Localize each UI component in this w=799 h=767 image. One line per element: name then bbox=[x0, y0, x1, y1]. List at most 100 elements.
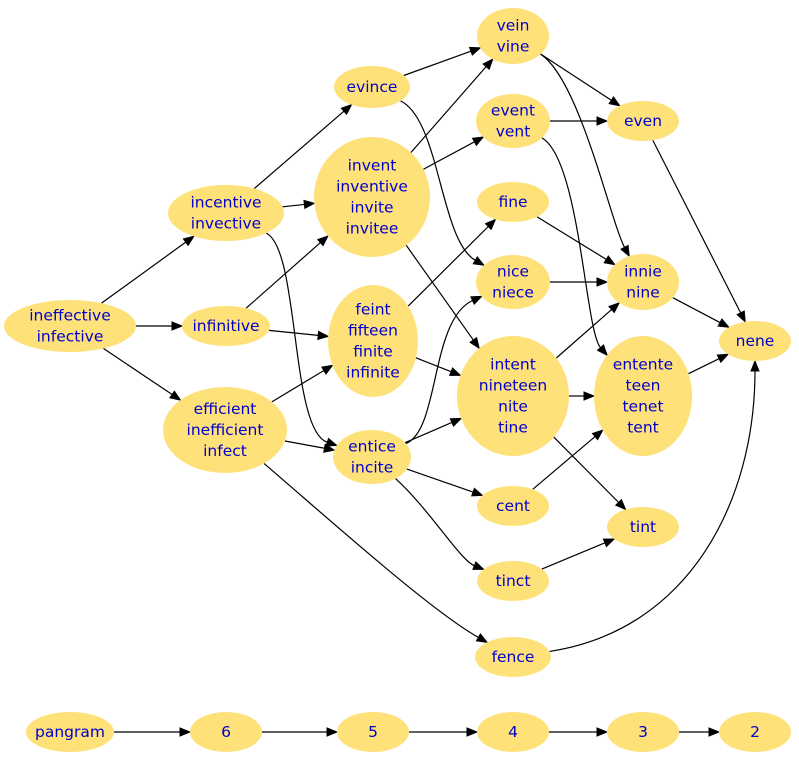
edge-line bbox=[245, 242, 321, 309]
node-ellipse bbox=[182, 306, 270, 346]
arrowhead-icon bbox=[169, 390, 182, 401]
edge-invent-to-intent bbox=[405, 245, 480, 350]
edge-entice-to-intent bbox=[404, 417, 463, 444]
node-cent: cent bbox=[477, 486, 549, 526]
node-label: tent bbox=[627, 419, 659, 437]
node-ellipse bbox=[314, 137, 430, 257]
node-label: 2 bbox=[750, 723, 760, 741]
arrowhead-icon bbox=[591, 429, 604, 441]
node-label: 3 bbox=[638, 723, 648, 741]
edge-ineffective-to-infinitive bbox=[136, 321, 184, 331]
node-label: niece bbox=[492, 284, 534, 302]
arrowhead-icon bbox=[471, 487, 484, 497]
edge-line bbox=[540, 53, 626, 248]
edge-entente-to-nene bbox=[688, 353, 730, 375]
arrowhead-icon bbox=[736, 310, 746, 323]
node-label: invitee bbox=[346, 220, 399, 238]
node-label: fifteen bbox=[348, 322, 398, 340]
node-n3: 3 bbox=[607, 712, 679, 752]
node-ellipse bbox=[477, 561, 549, 601]
edge-entice-to-nice bbox=[405, 295, 483, 445]
arrowhead-icon bbox=[596, 277, 609, 287]
node-infinitive: infinitive bbox=[182, 306, 270, 346]
node-label: pangram bbox=[35, 723, 105, 741]
edge-n6-to-n5 bbox=[262, 727, 339, 737]
edge-incentive-to-evince bbox=[253, 103, 353, 190]
arrowhead-icon bbox=[340, 103, 353, 116]
node-fence: fence bbox=[475, 637, 551, 677]
arrowhead-icon bbox=[708, 727, 721, 737]
edge-entice-to-cent bbox=[406, 468, 484, 497]
node-label: vent bbox=[496, 123, 531, 141]
edge-evince-to-vein bbox=[403, 46, 482, 77]
arrowhead-icon bbox=[596, 116, 609, 126]
node-label: infect bbox=[203, 442, 247, 460]
arrowhead-icon bbox=[179, 727, 192, 737]
arrowhead-icon bbox=[608, 96, 621, 107]
edge-line bbox=[400, 100, 476, 261]
edge-line bbox=[395, 478, 475, 567]
edge-line bbox=[404, 421, 453, 444]
node-tint: tint bbox=[607, 507, 679, 547]
node-label: nine bbox=[626, 284, 660, 302]
arrowhead-icon bbox=[603, 255, 616, 266]
node-tinct: tinct bbox=[477, 561, 549, 601]
node-nene: nene bbox=[719, 321, 791, 361]
node-pangram: pangram bbox=[26, 712, 114, 752]
arrowhead-icon bbox=[596, 344, 608, 357]
node-label: even bbox=[624, 112, 662, 130]
node-label: infective bbox=[37, 328, 104, 346]
node-label: tint bbox=[630, 518, 656, 536]
edge-efficient-to-entice bbox=[284, 440, 336, 453]
node-label: inventive bbox=[336, 178, 408, 196]
node-ellipse bbox=[476, 255, 550, 309]
arrowhead-icon bbox=[471, 136, 485, 147]
node-fine: fine bbox=[477, 182, 549, 222]
arrowhead-icon bbox=[326, 727, 339, 737]
edge-event-to-entente bbox=[541, 137, 608, 357]
node-ellipse bbox=[719, 712, 791, 752]
arrowhead-icon bbox=[614, 498, 627, 511]
arrowhead-icon bbox=[716, 353, 730, 364]
arrowhead-icon bbox=[602, 538, 616, 548]
edge-efficient-to-feint bbox=[271, 364, 334, 403]
edge-feint-to-intent bbox=[415, 357, 462, 376]
arrowhead-icon bbox=[317, 330, 330, 341]
edge-line bbox=[652, 139, 742, 314]
edge-feint-to-fine bbox=[407, 218, 497, 307]
edge-intent-to-entente bbox=[569, 391, 596, 401]
node-label: 4 bbox=[508, 723, 518, 741]
arrowhead-icon bbox=[468, 46, 482, 56]
node-ellipse bbox=[168, 185, 284, 241]
arrowhead-icon bbox=[466, 727, 479, 737]
node-label: teen bbox=[626, 377, 661, 395]
edge-line bbox=[266, 232, 328, 443]
node-ellipse bbox=[475, 637, 551, 677]
arrowhead-icon bbox=[449, 417, 463, 427]
edge-line bbox=[406, 468, 474, 493]
edge-n3-to-n2 bbox=[679, 727, 721, 737]
edge-n5-to-n4 bbox=[409, 727, 479, 737]
arrowhead-icon bbox=[469, 336, 480, 350]
edge-line bbox=[263, 462, 479, 638]
nodes-layer: ineffectiveinfectiveincentiveinvectivein… bbox=[4, 8, 791, 752]
arrowhead-icon bbox=[171, 321, 184, 331]
edge-line bbox=[536, 216, 607, 260]
edge-line bbox=[540, 53, 612, 101]
node-event: event vent bbox=[476, 94, 550, 148]
node-even: even bbox=[607, 101, 679, 141]
node-label: incentive bbox=[190, 194, 261, 212]
node-ellipse bbox=[334, 66, 410, 108]
arrowhead-icon bbox=[472, 561, 485, 570]
edge-line bbox=[415, 357, 452, 373]
node-label: finite bbox=[353, 343, 393, 361]
arrowhead-icon bbox=[448, 367, 462, 376]
node-label: tine bbox=[498, 419, 528, 437]
edge-tinct-to-tint bbox=[541, 538, 616, 570]
edge-invent-to-vein bbox=[410, 58, 494, 153]
node-label: event bbox=[491, 102, 535, 120]
